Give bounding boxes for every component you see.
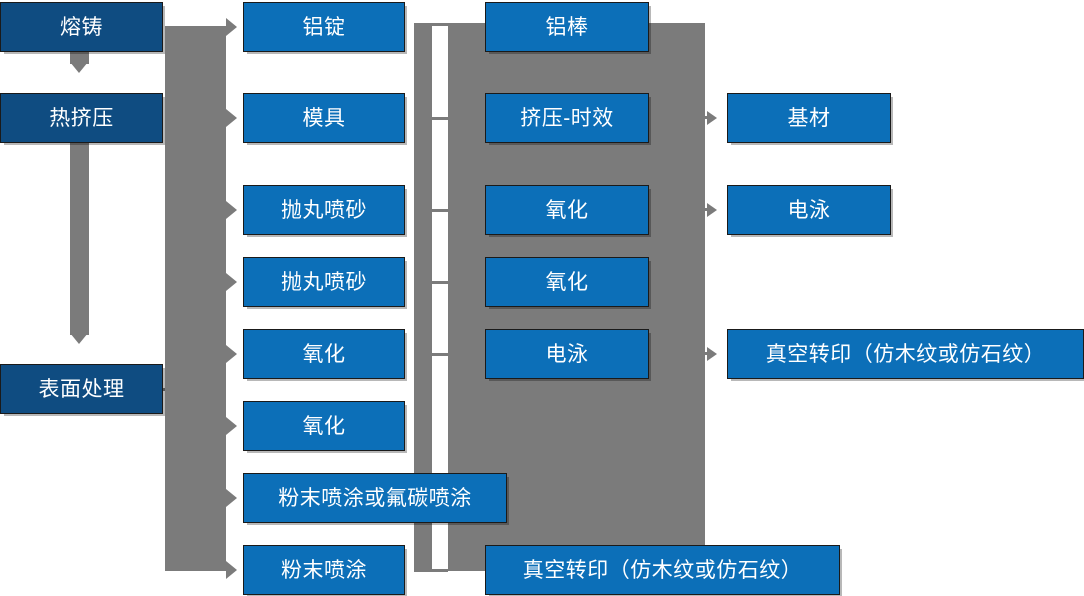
connector-arrow-to-oxidation-2 bbox=[226, 417, 237, 435]
node-b3[interactable]: 氧化 bbox=[485, 185, 649, 235]
bracket-tick-6 bbox=[414, 569, 448, 572]
node-s2[interactable]: 热挤压 bbox=[0, 93, 163, 143]
connector-stem-to-vacuum-transfer bbox=[703, 352, 709, 355]
node-s1[interactable]: 熔铸 bbox=[0, 2, 163, 52]
connector-arrow-to-oxidation-1 bbox=[226, 345, 237, 363]
connector-arrow-down-to-surface-treatment bbox=[70, 333, 88, 344]
connector-arrow-to-vacuum-transfer bbox=[707, 347, 717, 361]
node-a8[interactable]: 粉末喷涂 bbox=[243, 545, 405, 595]
node-c3[interactable]: 真空转印（仿木纹或仿石纹） bbox=[727, 329, 1084, 379]
bracket-tick-5 bbox=[414, 353, 448, 356]
node-b1[interactable]: 铝棒 bbox=[485, 2, 649, 52]
node-a5[interactable]: 氧化 bbox=[243, 329, 405, 379]
bracket-tick-3 bbox=[414, 209, 448, 212]
connector-stem-to-substrate bbox=[703, 116, 709, 119]
connector-stub-surface-treatment bbox=[163, 388, 193, 391]
bracket-tick-4 bbox=[414, 281, 448, 284]
connector-band-stage-wide bbox=[165, 26, 226, 380]
connector-arrow-to-powder-coating bbox=[226, 561, 237, 579]
node-b2[interactable]: 挤压-时效 bbox=[485, 93, 649, 143]
node-c1[interactable]: 基材 bbox=[727, 93, 891, 143]
node-a6[interactable]: 氧化 bbox=[243, 401, 405, 451]
node-a4[interactable]: 抛丸喷砂 bbox=[243, 257, 405, 307]
connector-arrow-to-aluminum-ingot bbox=[226, 18, 237, 36]
connector-arrow-to-shot-blasting-2 bbox=[226, 273, 237, 291]
node-a7[interactable]: 粉末喷涂或氟碳喷涂 bbox=[243, 473, 507, 523]
node-a3[interactable]: 抛丸喷砂 bbox=[243, 185, 405, 235]
connector-arrow-to-substrate bbox=[707, 111, 717, 125]
connector-arrow-down-to-hot-extrusion bbox=[70, 62, 88, 73]
node-a1[interactable]: 铝锭 bbox=[243, 2, 405, 52]
node-a2[interactable]: 模具 bbox=[243, 93, 405, 143]
bracket-tick-2 bbox=[414, 117, 448, 120]
connector-arrow-to-shot-blasting-1 bbox=[226, 201, 237, 219]
node-b4[interactable]: 氧化 bbox=[485, 257, 649, 307]
node-c2[interactable]: 电泳 bbox=[727, 185, 891, 235]
bracket-tick-1 bbox=[414, 23, 448, 26]
bracket-rail-column1 bbox=[414, 23, 432, 571]
node-b5[interactable]: 电泳 bbox=[485, 329, 649, 379]
connector-arrow-to-powder-or-pvdf bbox=[226, 489, 237, 507]
connector-stem-smelting bbox=[70, 52, 89, 64]
connector-stem-to-electrophoresis bbox=[703, 208, 709, 211]
connector-arrow-to-electrophoresis bbox=[707, 203, 717, 217]
node-b6[interactable]: 真空转印（仿木纹或仿石纹） bbox=[485, 545, 840, 595]
connector-stem-hot-extrusion bbox=[70, 143, 89, 335]
connector-arrow-to-mould bbox=[226, 109, 237, 127]
node-s3[interactable]: 表面处理 bbox=[0, 364, 163, 414]
